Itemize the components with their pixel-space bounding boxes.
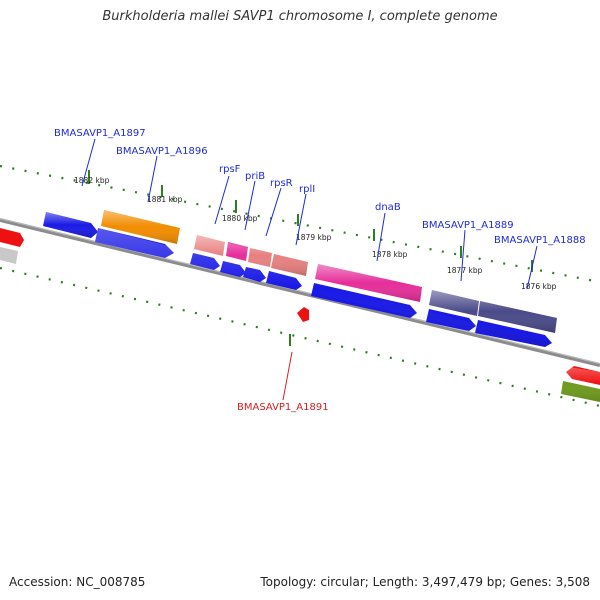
tick-labels: 1882 kbp 1881 kbp 1880 kbp 1879 kbp 1878… — [74, 176, 557, 291]
tick-label-1876: 1876 kbp — [521, 282, 557, 291]
leader-prib — [244, 180, 256, 231]
leader-rpsf — [214, 175, 230, 225]
outer-block-shade-1 — [194, 235, 308, 276]
leader-dnab — [376, 212, 386, 262]
gene-a1897-block-shade — [43, 212, 98, 238]
gene-label-dnab: dnaB — [375, 202, 401, 213]
tick-label-1877: 1877 kbp — [447, 266, 483, 275]
outer-tick-ring — [0, 164, 600, 284]
leader-rpsr — [265, 187, 282, 237]
gene-label-prib: priB — [245, 171, 265, 182]
outer-features — [43, 210, 557, 333]
gene-label-a1888: BMASAVP1_A1888 — [494, 235, 586, 246]
left-red-feature — [0, 228, 24, 247]
leader-a1889 — [460, 229, 466, 282]
gene-label-rpsf: rpsF — [219, 164, 241, 175]
gene-label-a1889: BMASAVP1_A1889 — [422, 220, 514, 231]
leader-rpli — [295, 193, 307, 246]
leader-a1888 — [526, 245, 538, 290]
genome-title: Burkholderia mallei SAVP1 chromosome I, … — [102, 9, 498, 24]
tick-label-1879: 1879 kbp — [296, 233, 332, 242]
tick-label-1881: 1881 kbp — [147, 195, 183, 204]
leader-a1891 — [282, 351, 293, 401]
tick-label-1878: 1878 kbp — [372, 250, 408, 259]
gene-label-rpli: rplI — [299, 184, 315, 195]
leader-a1896 — [147, 155, 158, 203]
gene-labels: BMASAVP1_A1897 BMASAVP1_A1896 rpsF priB … — [54, 128, 586, 413]
right-edge-shade — [561, 366, 600, 402]
label-leaders — [81, 138, 538, 401]
gene-a1896-block-shade — [101, 210, 180, 244]
gene-label-rpsr: rpsR — [270, 178, 293, 189]
gene-a1891-marker — [297, 307, 309, 322]
genome-stats-text: Topology: circular; Length: 3,497,479 bp… — [260, 575, 590, 589]
major-ticks — [88, 170, 533, 346]
gene-label-a1897: BMASAVP1_A1897 — [54, 128, 146, 139]
inner-tick-ring — [0, 266, 600, 408]
cds-arrows — [95, 228, 552, 347]
gene-label-a1896: BMASAVP1_A1896 — [116, 146, 208, 157]
outer-block-shade-2 — [315, 264, 422, 302]
gene-label-a1891: BMASAVP1_A1891 — [237, 402, 329, 413]
leader-a1897 — [81, 138, 96, 187]
left-gray-feature — [0, 247, 18, 264]
outer-block-shade-3 — [429, 290, 557, 333]
genome-backbone — [0, 218, 600, 367]
accession-text: Accession: NC_008785 — [9, 575, 146, 589]
cds-arrow-shade — [95, 228, 552, 347]
tick-label-1880: 1880 kbp — [222, 214, 258, 223]
tick-label-1882: 1882 kbp — [74, 176, 110, 185]
